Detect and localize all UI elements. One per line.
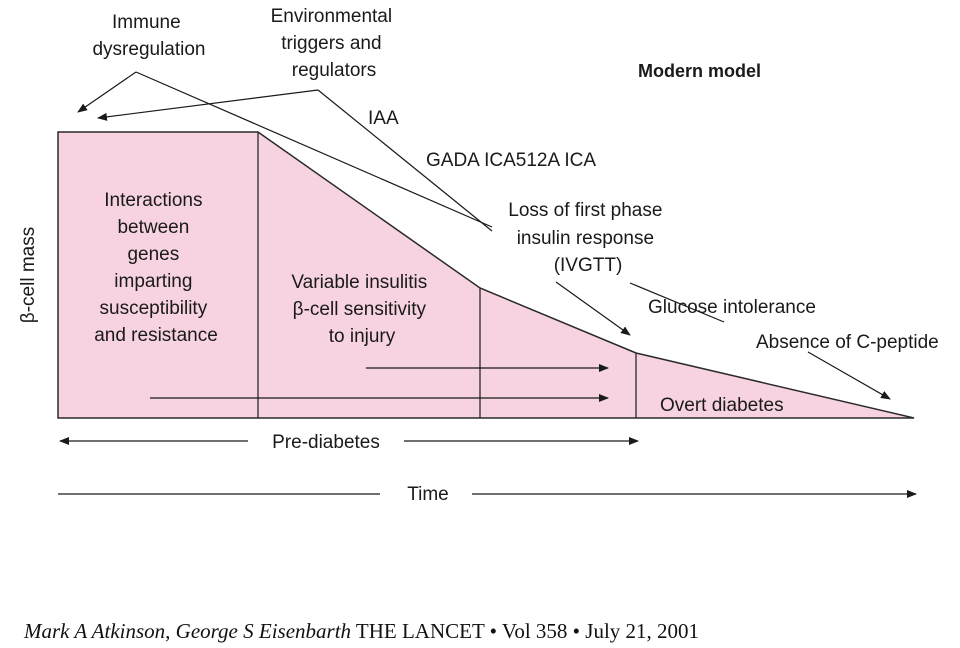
loss-first-phase-label: Loss of first phase insulin response (IV… — [508, 200, 667, 276]
y-axis-label: β-cell mass — [18, 227, 39, 323]
insulitis-label: Variable insulitis β-cell sensitivity to… — [291, 272, 432, 347]
interactions-label: Interactions between genes imparting sus… — [94, 190, 218, 346]
caption-source: THE LANCET • Vol 358 • July 21, 2001 — [351, 619, 700, 643]
overt-diabetes-label: Overt diabetes — [660, 395, 784, 416]
immune-label: Immune dysregulation — [92, 12, 205, 60]
arrow-environmental-to-loss — [317, 89, 493, 232]
arrow-environmental — [97, 89, 319, 121]
caption-authors: Mark A Atkinson, George S Eisenbarth — [24, 619, 352, 643]
glucose-label: Glucose intolerance — [648, 297, 816, 318]
gada-label: GADA ICA512A ICA — [426, 150, 596, 171]
time-label: Time — [407, 484, 449, 505]
iaa-label: IAA — [368, 108, 399, 129]
environmental-label: Environmental triggers and regulators — [271, 6, 398, 81]
c-peptide-label: Absence of C-peptide — [756, 332, 939, 353]
line-glucose — [629, 282, 725, 323]
citation-caption: Mark A Atkinson, George S Eisenbarth THE… — [24, 619, 699, 644]
beta-cell-mass-diagram: Immune dysregulation Environmental trigg… — [18, 6, 939, 505]
arrow-immune — [77, 71, 137, 113]
arrow-immune-to-loss — [135, 71, 493, 228]
prediabetes-label: Pre-diabetes — [272, 432, 380, 453]
model-title: Modern model — [638, 61, 761, 81]
arrow-loss-first-phase — [555, 281, 631, 336]
arrow-c-peptide — [807, 351, 891, 400]
